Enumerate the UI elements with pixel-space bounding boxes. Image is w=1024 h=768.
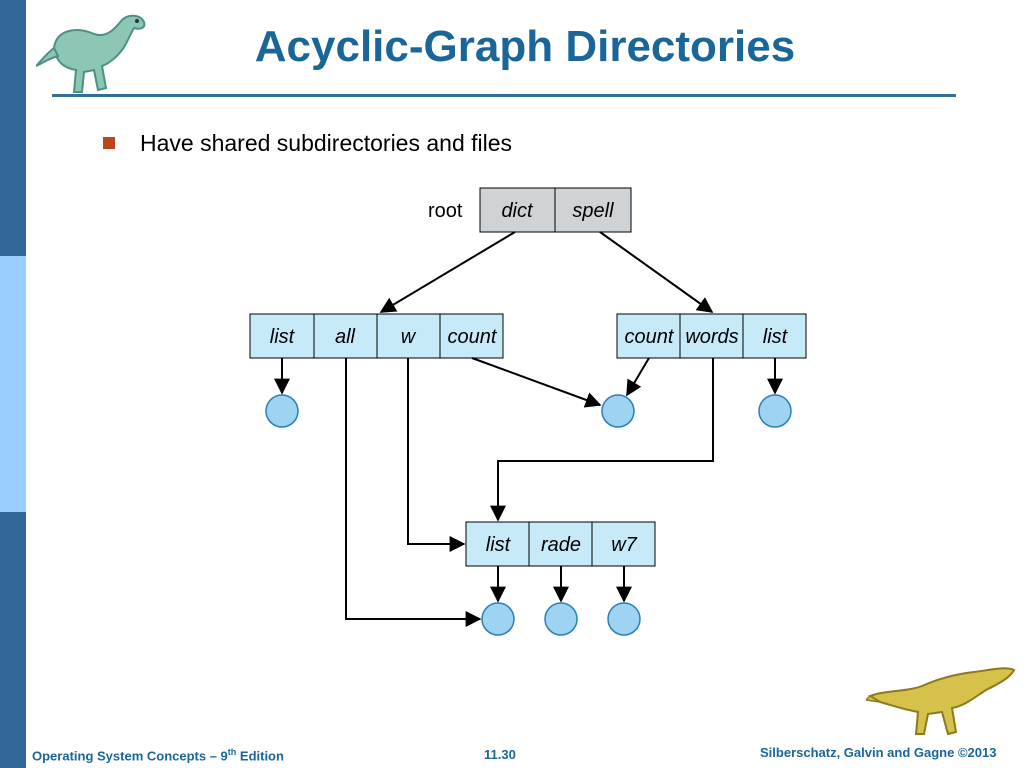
footer-book-suffix: Edition [236,748,284,764]
file-node [758,394,792,428]
dinosaur-logo-top [36,14,146,93]
root-directory: dict spell [479,187,632,233]
shared-cell-rade-label: rade [541,534,581,556]
footer-authors: Silberschatz, Galvin and Gagne ©2013 [760,745,997,760]
shared-cell-list [465,521,530,567]
root-cell-dict [479,187,556,233]
edge-spell-words [490,358,714,522]
dict-cell-list [249,313,315,359]
dict-cell-list-label: list [270,326,296,348]
spell-cell-count-label: count [625,326,675,348]
spell-directory: count words list [616,313,807,359]
spell-cell-words [679,313,744,359]
edge-dict-count [471,357,602,408]
dict-directory: list all w count [249,313,504,359]
root-label: root [428,200,463,222]
sidebar-highlight [0,256,26,512]
footer-book-sup: th [227,747,237,757]
footer-page-number: 11.30 [484,747,516,762]
title-underline [52,94,956,97]
shared-cell-w7 [591,521,656,567]
graph-edges [274,231,783,627]
dict-cell-all-label: all [335,326,356,348]
edge-spell [599,231,714,313]
dict-cell-count-label: count [448,326,498,348]
file-node [607,602,641,636]
dinosaur-logo-bottom [866,667,1016,736]
root-cell-dict-label: dict [501,200,534,222]
edge-spell-count [626,357,650,397]
root-cell-spell [554,187,632,233]
bullet-square-icon [103,137,115,149]
shared-cell-list-label: list [486,534,512,556]
sidebar [0,0,26,768]
spell-cell-words-label: words [685,326,738,348]
file-node [601,394,635,428]
shared-cell-rade [528,521,593,567]
spell-cell-list [742,313,807,359]
file-node [544,602,578,636]
spell-cell-list-label: list [763,326,789,348]
file-nodes [265,394,792,636]
edge-dict [379,231,516,313]
dict-cell-count [439,313,504,359]
dict-cell-w-label: w [401,326,417,348]
footer-book-text: Operating System Concepts – 9 [32,748,228,764]
root-cell-spell-label: spell [572,200,614,222]
edge-dict-all [345,358,482,627]
slide-title: Acyclic-Graph Directories [254,22,796,71]
bullet-text: Have shared subdirectories and files [140,130,513,156]
edge-dict-w [407,358,466,552]
footer-book-title: Operating System Concepts – 9th Edition [32,747,284,763]
file-node [481,602,515,636]
shared-directory: list rade w7 [465,521,656,567]
file-node [265,394,299,428]
shared-cell-w7-label: w7 [611,534,637,556]
